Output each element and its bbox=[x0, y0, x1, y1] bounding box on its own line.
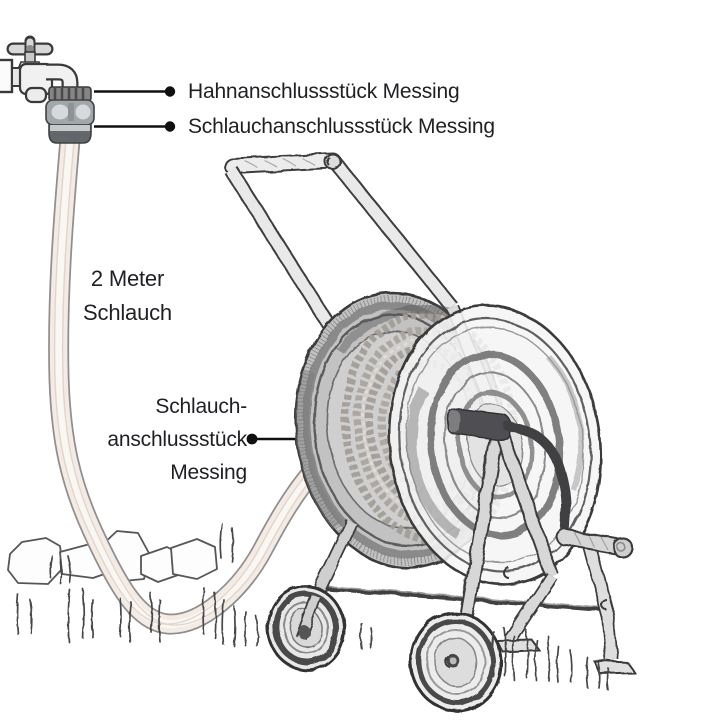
right-wheel bbox=[409, 611, 503, 713]
label-reel-connector: Schlauch- anschlussstück Messing bbox=[95, 390, 247, 489]
label-hose-connector: Schlauchanschlussstück Messing bbox=[188, 115, 495, 138]
label-hose-length: 2 Meter Schlauch bbox=[55, 262, 200, 330]
label-tap-connector: Hahnanschlussstück Messing bbox=[188, 80, 460, 103]
hose-connector-illustration bbox=[45, 99, 95, 144]
leader-dots bbox=[164, 86, 258, 445]
leader-dot-tap-connector bbox=[164, 86, 176, 97]
wall-mount bbox=[0, 58, 14, 94]
reel-axle-fitting bbox=[446, 408, 572, 522]
leader-dot-reel-connector bbox=[246, 433, 258, 445]
crank-handle bbox=[555, 516, 634, 559]
cart-frame-legs bbox=[307, 431, 636, 675]
label-reel-connector-line3: Messing bbox=[170, 461, 247, 484]
label-reel-connector-line1: Schlauch- bbox=[155, 395, 247, 418]
label-hose-length-line1: 2 Meter bbox=[90, 266, 165, 291]
leader-dot-hose-connector bbox=[164, 121, 176, 132]
grass-illustration bbox=[16, 523, 609, 691]
label-hose-length-line2: Schlauch bbox=[83, 300, 172, 325]
faucet-illustration bbox=[0, 35, 79, 104]
hose-reel-cart-illustration bbox=[223, 152, 636, 713]
label-reel-connector-line2: anschlussstück bbox=[107, 428, 247, 451]
garden-hose-illustration bbox=[48, 129, 343, 635]
faucet-handle-icon bbox=[6, 35, 54, 56]
tap-connector-illustration bbox=[48, 86, 92, 102]
